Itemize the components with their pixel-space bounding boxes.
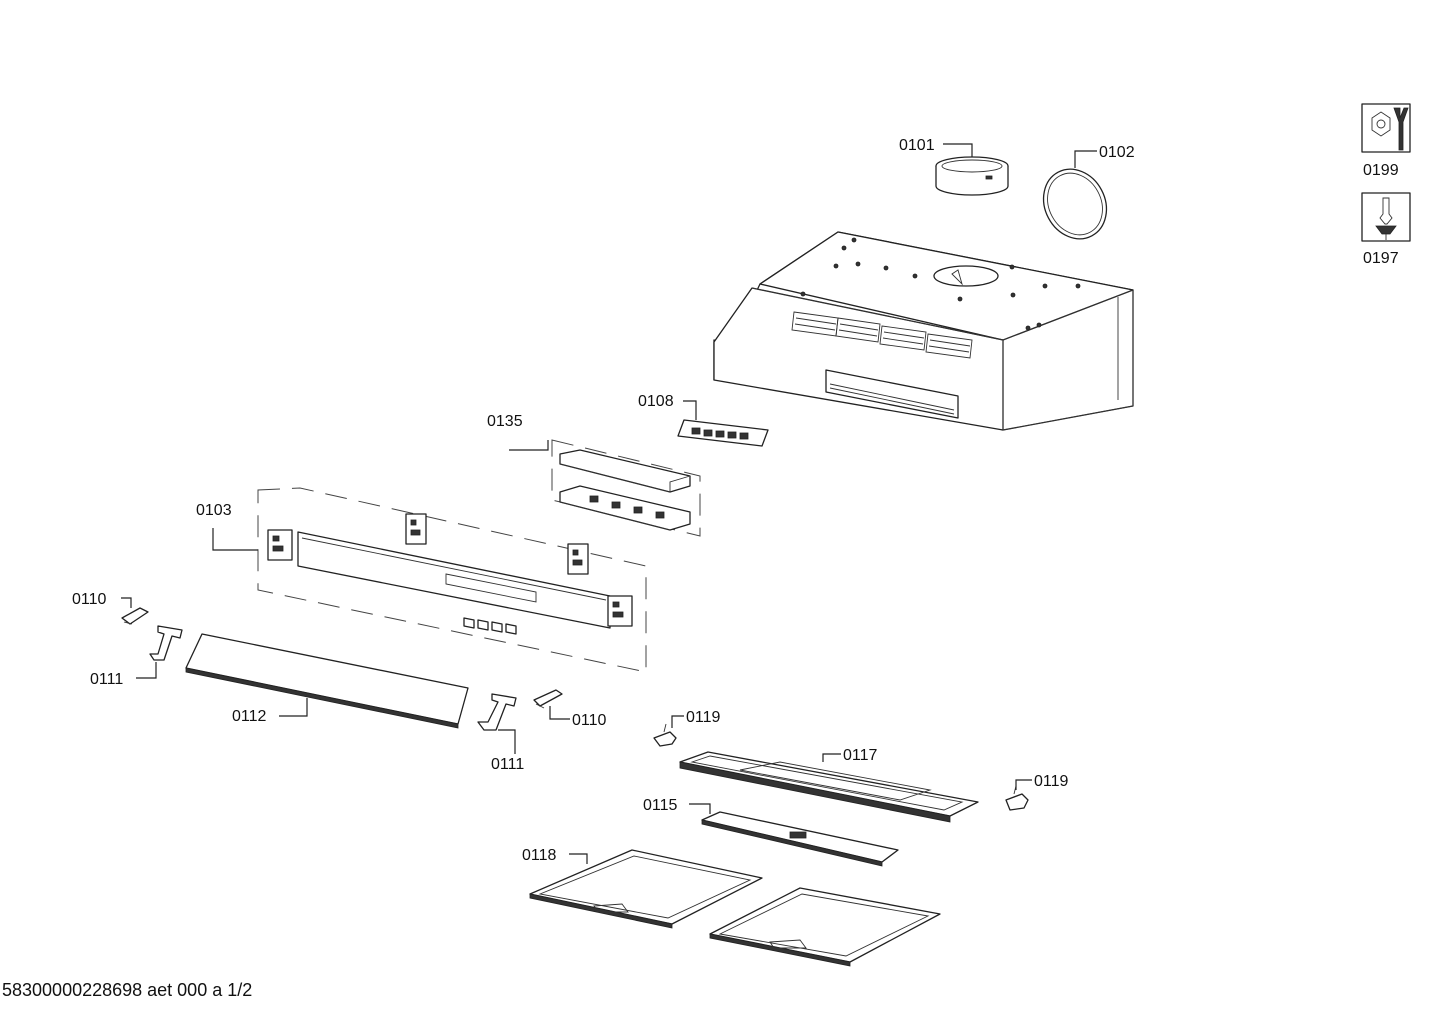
- callout-0135: 0135: [487, 413, 523, 430]
- part-0103-panel: [267, 513, 633, 635]
- part-0119-clip-right: [1005, 785, 1029, 811]
- part-0111-hook-right: [477, 693, 517, 731]
- callout-0115: 0115: [643, 797, 678, 814]
- part-0111-hook-left: [149, 625, 183, 661]
- part-0110-clip-right: [533, 689, 563, 709]
- part-0108-board: [677, 419, 769, 447]
- group-outline-0103: [257, 487, 647, 673]
- callout-0110-left: 0110: [72, 591, 107, 608]
- callout-0119-left: 0119: [686, 709, 721, 726]
- callout-0117: 0117: [843, 747, 878, 764]
- callout-0103: 0103: [196, 502, 232, 519]
- part-0110-clip-left: [121, 607, 149, 625]
- part-0112-strip: [185, 633, 469, 729]
- callout-0108: 0108: [638, 393, 674, 410]
- callout-0112: 0112: [232, 708, 267, 725]
- part-0118-filter-right: [709, 887, 941, 967]
- part-0119-clip-left: [653, 723, 677, 747]
- callout-0111-right: 0111: [491, 756, 524, 773]
- callout-0111-left: 0111: [90, 671, 123, 688]
- callout-0119-right: 0119: [1034, 773, 1069, 790]
- hood-body: [713, 231, 1134, 431]
- callout-0101: 0101: [899, 137, 935, 154]
- part-0135-housing: [559, 449, 691, 531]
- callout-0110-right: 0110: [572, 712, 607, 729]
- callout-0118: 0118: [522, 847, 557, 864]
- tool-label-0197: 0197: [1363, 250, 1399, 267]
- part-0118-filter-left: [529, 849, 763, 929]
- part-0102-ring: [1042, 168, 1108, 240]
- part-0115-cover: [701, 811, 899, 867]
- callout-0102: 0102: [1099, 144, 1135, 161]
- document-id: 58300000228698 aet 000 a 1/2: [2, 980, 253, 1000]
- part-0101-collar: [935, 156, 1009, 196]
- tool-0199: 0199: [1361, 103, 1411, 179]
- group-outline-0135: [551, 439, 701, 537]
- tool-label-0199: 0199: [1363, 162, 1399, 179]
- part-0117-frame: [679, 751, 979, 823]
- tool-0197: 0197: [1361, 192, 1411, 267]
